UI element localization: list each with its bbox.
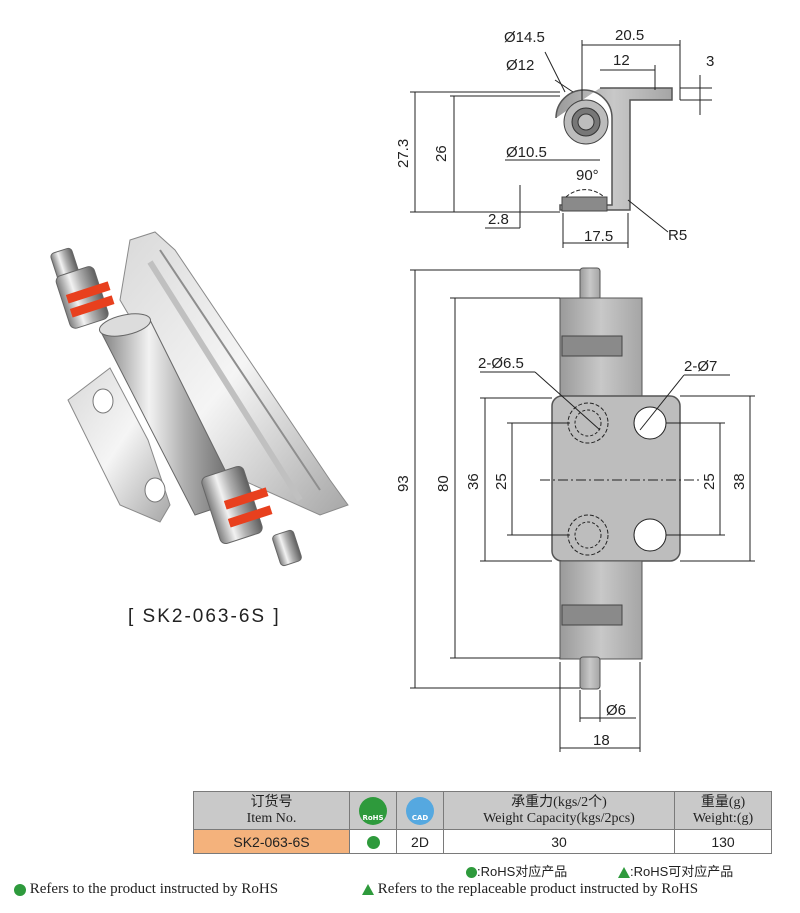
cell-rohs <box>349 829 397 854</box>
legend-rohs-cn: :RoHS对应产品 <box>466 861 567 880</box>
cell-cad: 2D <box>396 829 444 854</box>
dim-len-total: 93 <box>395 475 412 492</box>
rohs-dot-icon <box>14 883 26 896</box>
dim-len-body: 80 <box>435 475 452 492</box>
cell-weight: 130 <box>674 829 772 854</box>
rohs-dot-icon <box>366 836 380 850</box>
header-load: 承重力(kgs/2个) Weight Capacity(kgs/2pcs) <box>443 791 675 830</box>
rohs-icon: RoHS <box>359 796 387 825</box>
dim-d-outer: Ø14.5 <box>504 29 545 46</box>
header-item-cn: 订货号 <box>250 794 293 810</box>
dim-radius: R5 <box>668 227 687 244</box>
cell-item-no: SK2-063-6S <box>193 829 350 854</box>
legend-replace-cn-text: :RoHS可对应产品 <box>630 864 734 879</box>
dim-offset: 2.8 <box>488 211 509 228</box>
header-weight-cn: 重量(g) <box>700 794 746 810</box>
cad-icon: CAD <box>406 796 434 825</box>
dim-d-inner: Ø12 <box>506 57 534 74</box>
product-caption: [ SK2-063-6S ] <box>128 606 281 627</box>
legend-replace-en: Refers to the replaceable product instru… <box>362 881 698 898</box>
dim-tab-thk: 3 <box>706 53 714 70</box>
dim-d-pin-end: Ø6 <box>606 702 626 719</box>
dim-width: 18 <box>593 732 610 749</box>
dim-pitch-left: 25 <box>493 473 510 490</box>
dim-plate-left: 36 <box>465 473 482 490</box>
dim-angle: 90° <box>576 167 599 184</box>
dim-hole-right: 2-Ø7 <box>684 358 717 375</box>
dim-d-pin: Ø10.5 <box>506 144 547 161</box>
replaceable-triangle-icon <box>618 867 630 879</box>
dim-width-base: 17.5 <box>584 228 613 245</box>
legend-rohs-cn-text: :RoHS对应产品 <box>477 864 568 879</box>
legend-replace-cn: :RoHS可对应产品 <box>618 861 733 880</box>
header-rohs: RoHS <box>349 791 397 830</box>
legend-replace-en-text: Refers to the replaceable product instru… <box>377 881 699 897</box>
dim-plate-right: 38 <box>731 473 748 490</box>
header-cad: CAD <box>396 791 444 830</box>
header-item-en: Item No. <box>246 810 297 826</box>
front-view-labels: 2-Ø6.5 2-Ø7 93 80 36 25 25 38 Ø6 18 <box>395 355 748 749</box>
dim-hole-left: 2-Ø6.5 <box>478 355 524 372</box>
replaceable-triangle-icon <box>362 884 374 896</box>
spec-table: 订货号 Item No. RoHS CAD 承重力(kgs/2个) Weight… <box>193 791 772 854</box>
side-view <box>410 40 712 248</box>
rohs-dot-icon <box>466 867 477 879</box>
dim-width-inner: 12 <box>613 52 630 69</box>
header-item-no: 订货号 Item No. <box>193 791 350 830</box>
legend-rohs-en-text: Refers to the product instructed by RoHS <box>29 881 279 897</box>
header-weight: 重量(g) Weight:(g) <box>674 791 772 830</box>
front-view <box>410 267 755 752</box>
cell-load: 30 <box>443 829 675 854</box>
table-row: SK2-063-6S 2D 30 130 <box>193 829 772 854</box>
header-weight-en: Weight:(g) <box>692 810 754 826</box>
dim-pitch-right: 25 <box>701 473 718 490</box>
side-view-labels: Ø14.5 Ø12 20.5 12 3 27.3 26 Ø10.5 90° 2.… <box>395 27 714 245</box>
header-load-cn: 承重力(kgs/2个) <box>511 794 607 810</box>
dim-width-total: 20.5 <box>615 27 644 44</box>
header-load-en: Weight Capacity(kgs/2pcs) <box>483 810 635 826</box>
product-photo <box>50 231 349 567</box>
legend-rohs-en: Refers to the product instructed by RoHS <box>14 881 278 898</box>
dim-height-inner: 26 <box>433 145 450 162</box>
dim-height-total: 27.3 <box>395 139 412 168</box>
